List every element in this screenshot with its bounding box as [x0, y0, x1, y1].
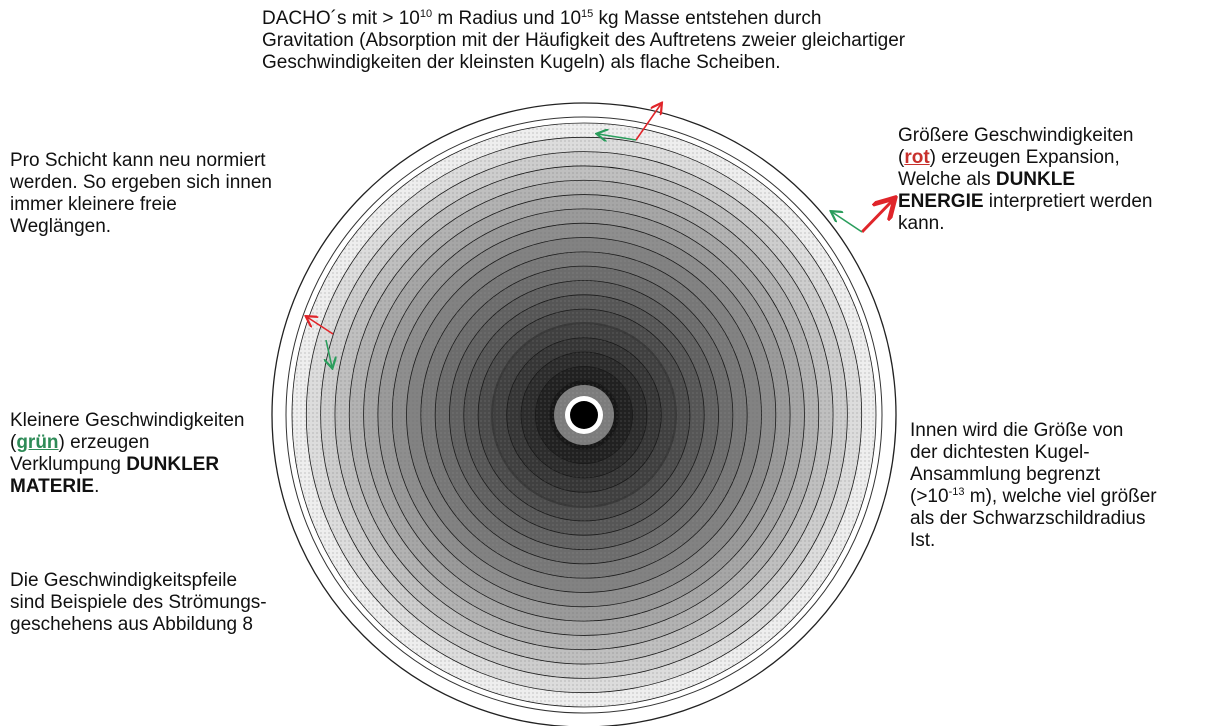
- dark-energy-note: Größere Geschwindigkeiten (rot) erzeugen…: [898, 125, 1153, 234]
- title-line-1: DACHO´s mit > 1010 m Radius und 1015 kg …: [262, 8, 822, 29]
- density-rings: [271, 102, 897, 726]
- velocity-arrows: [307, 104, 893, 367]
- dark-matter-note: Kleinere Geschwindigkeiten (grün) erzeug…: [10, 410, 245, 497]
- normalization-note: Pro Schicht kann neu normiert werden. So…: [10, 150, 272, 237]
- inner-ring: [491, 322, 677, 508]
- dense-core: [570, 401, 598, 429]
- expansion-arrow-icon: [635, 104, 661, 141]
- clumping-arrow-icon: [326, 339, 332, 367]
- expansion-arrow-icon: [860, 200, 893, 234]
- title-line-2: Gravitation (Absorption mit der Häufigke…: [262, 30, 906, 51]
- keyword-gruen: grün: [16, 432, 59, 453]
- diagram-title: DACHO´s mit > 1010 m Radius und 1015 kg …: [262, 8, 1162, 74]
- title-line-3: Geschwindigkeiten der kleinsten Kugeln) …: [262, 52, 781, 73]
- clumping-arrow-icon: [598, 134, 637, 140]
- clumping-arrow-icon: [832, 212, 863, 233]
- arrow-explanation: Die Geschwindigkeitspfeile sind Beispiel…: [10, 570, 267, 635]
- core-size-note: Innen wird die Größe von der dichtesten …: [910, 420, 1157, 551]
- keyword-rot: rot: [904, 147, 930, 168]
- expansion-arrow-icon: [307, 317, 334, 335]
